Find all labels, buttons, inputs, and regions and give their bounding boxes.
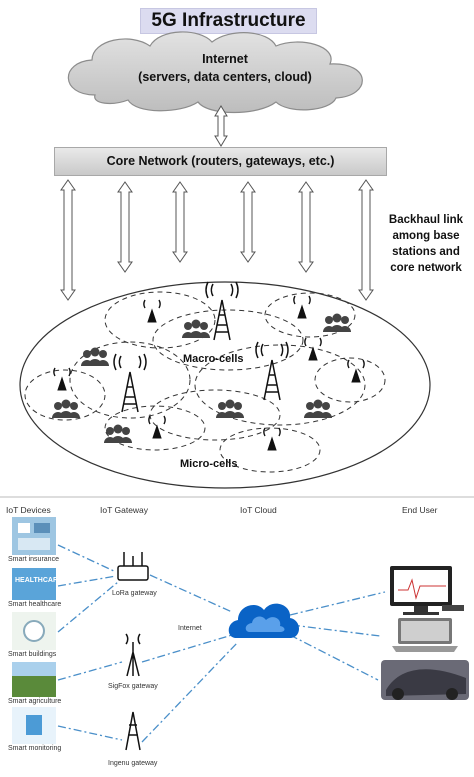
internet-title: Internet xyxy=(202,52,248,66)
iot-cloud-icon xyxy=(228,603,299,638)
backhaul-line-1: Backhaul link xyxy=(388,214,464,226)
coverage-area xyxy=(19,281,431,489)
column-iot-gateway: IoT Gateway xyxy=(100,505,149,515)
backhaul-line-4: core network xyxy=(390,262,462,274)
backhaul-line-3: stations and xyxy=(392,246,460,258)
end-user-devices xyxy=(381,566,469,700)
device-label-insurance: Smart insurance xyxy=(8,556,59,563)
internet-link-label: Internet xyxy=(178,625,202,632)
cell-boundaries xyxy=(24,291,386,473)
backhaul-line-2: among base xyxy=(392,230,460,242)
healthcare-tile-text: HEALTHCARE xyxy=(15,577,63,584)
iot-dashed-links xyxy=(57,544,386,743)
small-cell-antennas xyxy=(53,295,365,451)
page-title: 5G Infrastructure xyxy=(140,8,317,34)
gateway-icons xyxy=(117,552,149,751)
iot-device-tiles xyxy=(12,517,56,744)
backhaul-arrows xyxy=(60,179,374,301)
macro-tower-antennas xyxy=(113,281,289,413)
column-iot-devices: IoT Devices xyxy=(6,505,51,515)
core-network-box: Core Network (routers, gateways, etc.) xyxy=(54,147,387,176)
macro-cells-label: Macro-cells xyxy=(183,353,244,365)
device-label-agriculture: Smart agriculture xyxy=(8,698,62,705)
internet-subtitle: (servers, data centers, cloud) xyxy=(138,70,312,84)
gateway-label-lora: LoRa gateway xyxy=(112,590,157,597)
column-end-user: End User xyxy=(402,505,438,515)
backhaul-label: Backhaul link among base stations and co… xyxy=(381,212,471,276)
micro-cells-label: Micro-cells xyxy=(180,458,238,470)
device-label-healthcare: Smart healthcare xyxy=(8,601,62,608)
internet-core-link xyxy=(214,105,228,147)
column-iot-cloud: IoT Cloud xyxy=(240,505,277,515)
internet-cloud xyxy=(67,31,363,114)
internet-label: Internet (servers, data centers, cloud) xyxy=(105,50,345,86)
user-groups xyxy=(52,313,351,443)
device-label-buildings: Smart buildings xyxy=(8,651,57,658)
gateway-label-sigfox: SigFox gateway xyxy=(108,683,158,690)
gateway-label-ingenu: Ingenu gateway xyxy=(108,760,158,767)
device-label-monitoring: Smart monitoring xyxy=(8,745,62,752)
